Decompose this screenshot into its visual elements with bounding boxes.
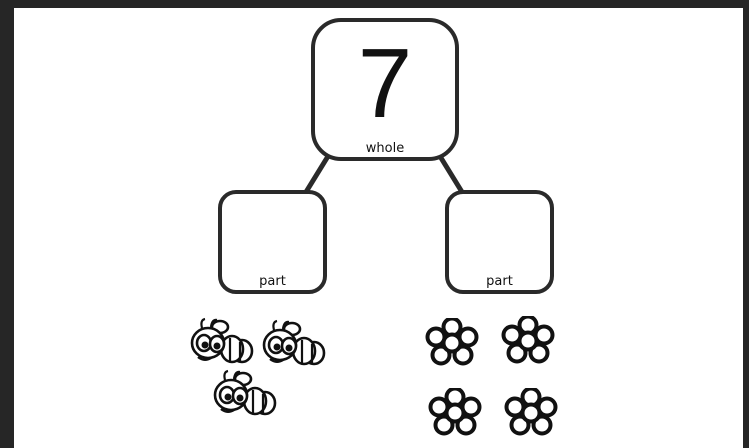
bee-icon [213,369,277,416]
connector-right [435,150,465,195]
whole-box: 7 whole [311,18,459,161]
part-box-right: part [445,190,554,294]
whole-label: whole [365,141,405,156]
bee-icon [190,317,254,364]
whole-number: 7 [357,28,413,138]
flower-icon [504,388,558,436]
part-label-right: part [486,274,513,289]
connector-left [303,150,333,195]
part-box-left: part [218,190,327,294]
flower-icon [501,316,555,364]
flower-icon [425,318,479,366]
part-label-left: part [259,274,286,289]
flower-icon [428,388,482,436]
bee-icon [262,319,326,366]
